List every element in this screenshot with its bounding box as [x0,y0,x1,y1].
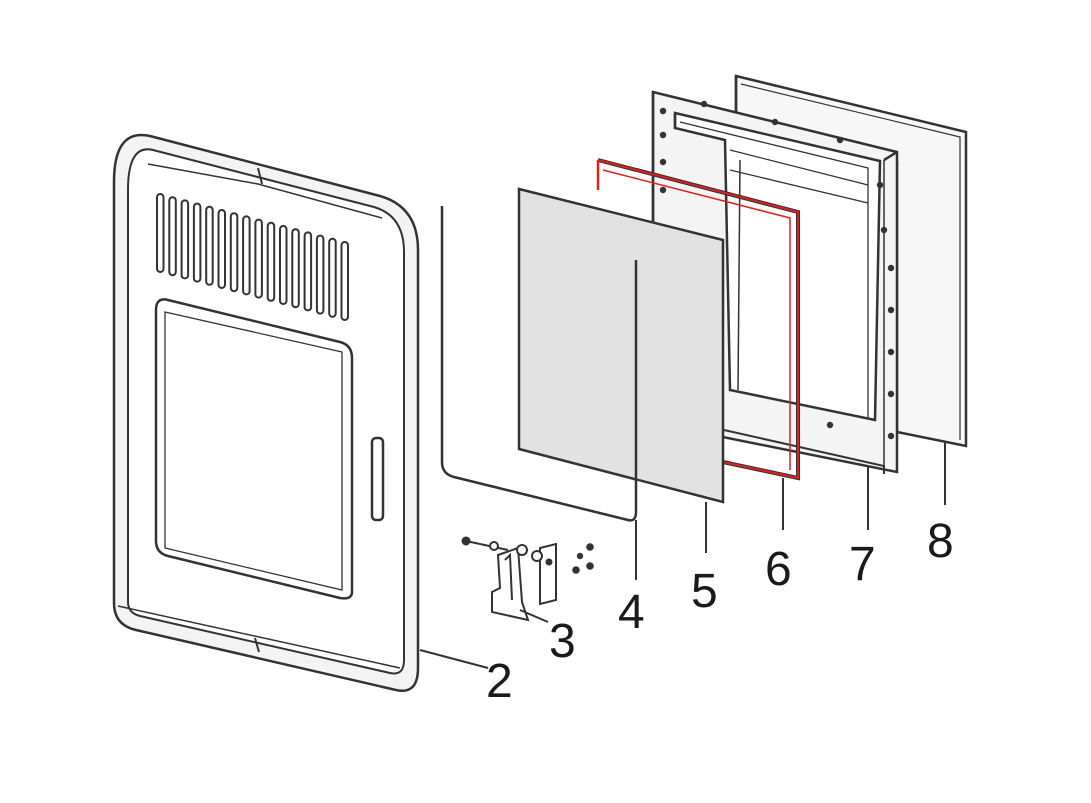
vent-slot [303,231,313,312]
label-hinge-bracket: 3 [549,615,576,668]
vent-slot [217,209,226,289]
label-inner-frame: 7 [849,538,876,591]
label-red-gasket: 6 [765,543,792,596]
vent-slot [266,221,276,302]
glass-pane [517,187,725,504]
vent-slot [328,237,337,318]
vent-slot [192,202,202,283]
label-back-frame: 8 [927,515,954,568]
vent-slot [205,205,214,286]
leader-lines [419,442,946,669]
label-glass-gasket: 4 [618,586,645,639]
vent-slot [229,212,239,293]
vent-slots [156,193,349,321]
red-gasket [596,158,800,481]
label-door-panel: 2 [486,655,513,708]
door-panel [112,133,420,692]
hinge-bracket [461,536,594,622]
vent-slot [315,234,325,315]
vent-slot [254,218,263,299]
vent-slot [340,241,349,321]
vent-slot [168,196,177,277]
vent-slot [291,228,300,309]
vent-slot [279,225,288,305]
vent-slot [180,199,190,280]
vent-slot [242,215,251,296]
glass-gasket [440,206,638,522]
label-glass: 5 [691,565,718,618]
vent-slot [156,193,165,273]
